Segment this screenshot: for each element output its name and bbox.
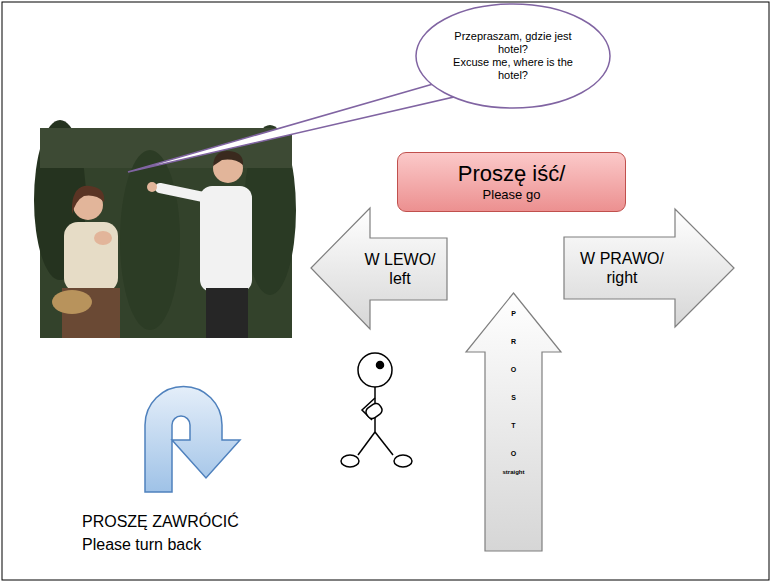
arrow-label: W LEWO/ left <box>356 250 444 288</box>
direction-arrow: PROSTOstraight <box>465 292 562 552</box>
bubble-text: Przepraszam, gdzie jest hotel?Excuse me,… <box>443 17 583 95</box>
direction-arrow: W PRAWO/ right <box>563 208 735 328</box>
u-turn-label: PROSZĘ ZAWRÓCIĆ <box>82 513 239 531</box>
instruction-subtitle: Please go <box>483 187 541 203</box>
arrow-shape <box>564 209 734 327</box>
arrow-outline <box>310 207 448 330</box>
speech-bubble: Przepraszam, gdzie jest hotel?Excuse me,… <box>415 3 611 109</box>
arrow-outline <box>563 208 735 328</box>
photo <box>34 120 296 338</box>
arrow-text: PROSTOstraight <box>486 300 541 500</box>
arrow-caption: straight <box>502 468 524 476</box>
arrow-shape <box>466 293 561 551</box>
instruction-title: Proszę iść/ <box>458 161 566 187</box>
u-turn-arrow <box>145 387 240 493</box>
arrow-label: W PRAWO/ right <box>576 249 668 287</box>
stick-figure <box>341 353 412 467</box>
arrow-text: W LEWO/ left <box>354 239 446 299</box>
direction-arrow: W LEWO/ left <box>310 207 448 330</box>
speech-text: Excuse me, where is the hotel? <box>449 56 577 82</box>
bubble-ellipse <box>416 4 610 108</box>
instruction-box: Proszę iść/Please go <box>397 152 626 212</box>
arrow-text: W PRAWO/ right <box>571 238 673 298</box>
vertical-letters: PROSTO <box>510 300 517 468</box>
arrow-shape <box>311 208 447 329</box>
speech-text: Przepraszam, gdzie jest hotel? <box>449 30 577 56</box>
u-turn-label: Please turn back <box>82 536 201 554</box>
